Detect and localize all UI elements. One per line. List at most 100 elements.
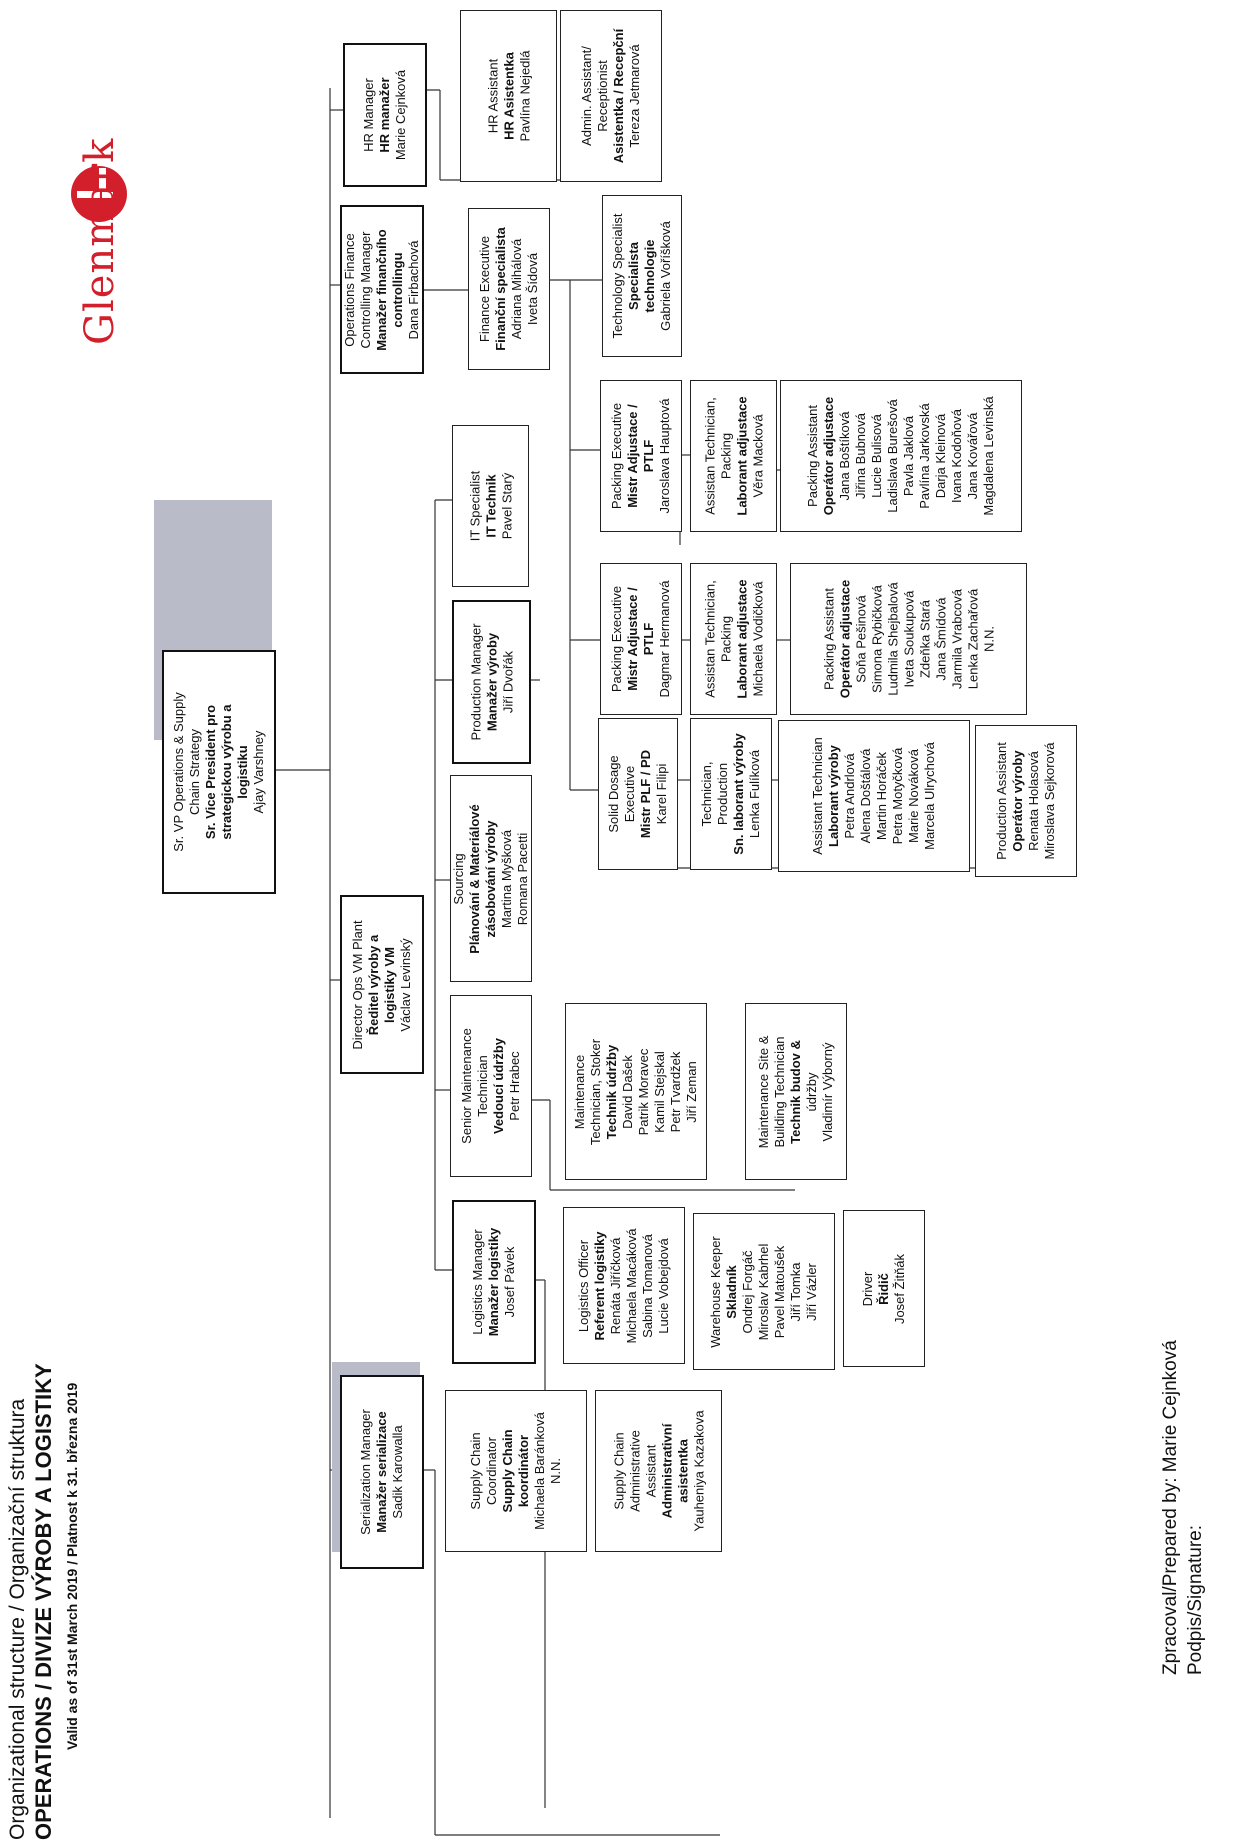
solid-dosage-line: Executive [622, 765, 637, 823]
tech-production-line: Production [715, 762, 730, 826]
pack-asst-2-line: Ludmila Shejbalová [884, 582, 900, 696]
logistics-manager-line: Josef Pávek [502, 1246, 517, 1318]
pack-asst-1-line: Jiřina Bubnová [853, 413, 868, 499]
asst-tech-pack-1-line: Laborant adjustace [733, 396, 749, 516]
pack-asst-2-line: Packing Assistant [820, 588, 836, 690]
asst-tech-line: Laborant výroby [826, 745, 841, 847]
hr-assistant-line: Pavlína Nejedlá [516, 50, 532, 142]
solid-dosage-line: Karel Filipi [654, 763, 669, 825]
pack-exec-1-line: PTLF [641, 439, 656, 473]
logistics-manager-line: Logistics Manager [470, 1229, 485, 1335]
hr-assistant-line: HR Asistentka [500, 52, 516, 140]
planner-line: Romana Pacetti [515, 832, 530, 925]
pack-exec-2-line: Mistr Adjustace / [625, 587, 640, 691]
solid-dosage-line: Mistr PLF / PD [638, 749, 653, 839]
driver-line: Driver [860, 1271, 875, 1306]
warehouse-line: Skladník [724, 1264, 739, 1319]
asst-tech-line: Assistant Technician [810, 737, 825, 855]
prod-asst-line: Production Assistant [994, 742, 1009, 860]
svp-line: logistiku [235, 745, 250, 799]
solid-dosage-line: Solid Dosage [606, 755, 621, 833]
hr-manager-line: HR manažer [377, 77, 392, 153]
warehouse-line: Jiří Tomka [788, 1262, 803, 1321]
finance-manager-line: controllingu [390, 251, 405, 328]
admin-assistant-line: Receptionist [595, 60, 610, 132]
warehouse-line: Jiří Vázler [804, 1262, 819, 1321]
maint-site-line: Maintenance Site & [756, 1035, 771, 1148]
sc-coordinator-line: Supply Chain [500, 1429, 515, 1513]
planner-line: Helena Zaháková [531, 828, 532, 930]
pack-exec-2-line: PTLF [641, 622, 656, 656]
header-validity: Valid as of 31st March 2019 / Platnost k… [64, 1382, 80, 1750]
finance-manager-line: Operations Finance [342, 232, 357, 347]
finance-exec-line: Finance Executive [477, 235, 492, 343]
maint-tech-line: Technician, Stoker [588, 1038, 603, 1145]
pack-exec-2-line: Packing Executive [609, 585, 624, 693]
sc-coordinator-line: N.N. [548, 1458, 563, 1484]
it-specialist-line: Pavel Starý [498, 472, 514, 540]
serialization-line: Serialization Manager [358, 1409, 373, 1535]
senior-maint-line: Technician [475, 1055, 490, 1117]
pack-asst-2-line: Lenka Zachařová [964, 588, 980, 690]
serialization-line: Sadik Karowalla [390, 1425, 405, 1519]
footer-prepared-by: Zpracoval/Prepared by: Marie Cejnková [1160, 1340, 1181, 1675]
tech-production-line: Technician, [699, 761, 714, 827]
sc-admin-line: Assistant [642, 1444, 658, 1498]
logistics-officer-line: Sabina Tomanová [640, 1233, 655, 1338]
warehouse-line: Warehouse Keeper [708, 1235, 723, 1348]
sc-coordinator-line: Supply Chain [468, 1432, 483, 1510]
senior-maint-line: Vedoucí údržby [491, 1037, 506, 1135]
maint-tech-line: Petr Tvardžek [668, 1051, 683, 1132]
hr-assistant-line: HR Assistant [484, 58, 500, 134]
asst-tech-line: Alena Doštálová [858, 748, 873, 844]
pack-asst-2-line: Operátor adjustace [836, 579, 852, 699]
asst-tech-line: Petra Motyčková [890, 747, 905, 845]
pack-asst-2-line: Jarmila Vrabcová [948, 589, 964, 689]
planner-line: Sourcing [451, 852, 466, 905]
logistics-officer-line: Referent logistiky [592, 1230, 607, 1341]
prod-asst-line: Miroslava Sejkorová [1042, 742, 1057, 860]
header-title-line2: OPERATIONS / DIVIZE VÝROBY A LOGISTIKY [31, 1363, 56, 1840]
director-line: logistiky VM [382, 946, 397, 1023]
tech-specialist-line: technologie [642, 239, 657, 313]
pack-asst-1-line: Jana Kovářová [965, 412, 980, 500]
pack-asst-1-line: Lucie Bulisová [869, 414, 884, 498]
logistics-manager-line: Manažer logistiky [486, 1227, 501, 1337]
maint-tech-line: David Dašek [620, 1054, 635, 1129]
asst-tech-line: Marcela Ulrychová [922, 742, 937, 850]
pack-asst-2-line: Iveta Soukupová [900, 590, 916, 688]
driver-line: Josef Žitňák [892, 1253, 907, 1324]
sc-coordinator-line: Michaela Baránková [532, 1412, 547, 1530]
tech-production-line: Sn. laborant výroby [731, 733, 746, 855]
director-line: Ředitel výroby a [366, 934, 381, 1035]
warehouse-line: Pavel Matoušek [772, 1245, 787, 1338]
tech-specialist-line: Gabriela Voříšková [658, 221, 673, 331]
asst-tech-line: Petra Andrlová [842, 753, 857, 839]
production-manager-line: Manažer výroby [483, 632, 499, 732]
warehouse-line: Miroslav Kabrhel [756, 1243, 771, 1340]
pack-asst-1-line: Packing Assistant [805, 405, 820, 507]
finance-exec-line: Finanční specialista [493, 227, 508, 351]
svp-line: strategickou výrobu a [219, 704, 234, 840]
footer-signature: Podpis/Signature: [1185, 1525, 1206, 1675]
svp-line: Sr. VP Operations & Supply [171, 692, 186, 852]
planner-line: Martina Myšková [499, 829, 514, 928]
director-line: Director Ops VM Plant [350, 919, 365, 1050]
glenmark-g-logo-icon [71, 166, 127, 222]
prod-asst-line: Operátor výroby [1010, 750, 1025, 852]
